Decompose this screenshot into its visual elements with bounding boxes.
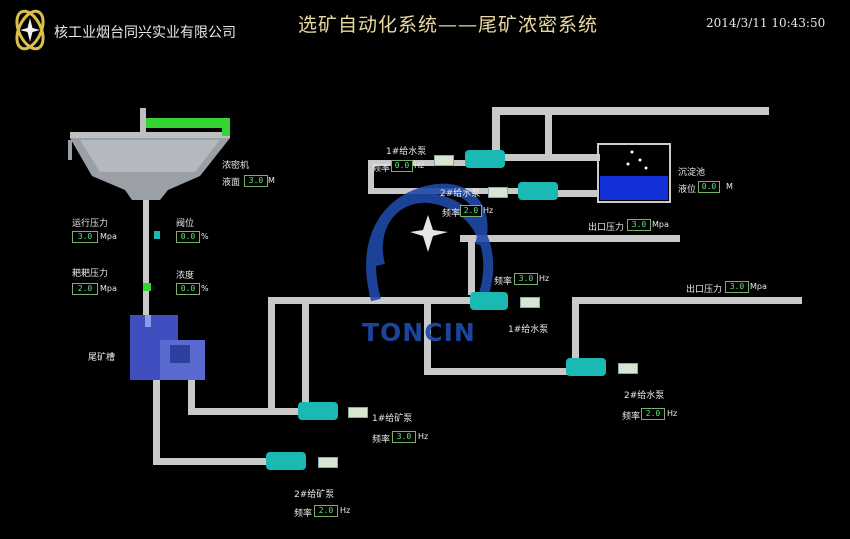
outlet-pressure-2-unit: Mpa xyxy=(750,282,767,291)
outlet-pressure-2-value: 3.0 xyxy=(725,281,749,293)
right-water-pump-freq-value: 2.0 xyxy=(641,408,665,420)
ore-pump-1-icon[interactable] xyxy=(298,402,338,420)
mid-pump-freq-value: 3.0 xyxy=(514,273,538,285)
thickener-level-value: 3.0 xyxy=(244,175,268,187)
datetime-display: 2014/3/11 10:43:50 xyxy=(706,16,826,30)
water-pump-1-freq-unit: Hz xyxy=(414,161,425,170)
water-pump-1-freq-label: 频率 xyxy=(372,164,391,174)
settling-tank-level-unit: M xyxy=(726,182,733,191)
pump-motor-icon xyxy=(488,187,508,198)
company-name: 核工业烟台同兴实业有限公司 xyxy=(54,25,236,41)
page-title: 选矿自动化系统——尾矿浓密系统 xyxy=(298,14,599,36)
right-water-pump-icon[interactable] xyxy=(566,358,606,376)
water-pump-2-label: 2#给水泵 xyxy=(440,189,481,199)
right-water-pump-freq-label: 频率 xyxy=(622,412,641,422)
pump-motor-icon xyxy=(434,155,454,166)
thickener xyxy=(68,108,230,200)
settling-tank xyxy=(597,143,671,203)
ore-pump-1-freq-unit: Hz xyxy=(418,432,429,441)
ore-pump-2-freq-value: 2.0 xyxy=(314,505,338,517)
water-pump-2-icon[interactable] xyxy=(518,182,558,200)
mid-water-pump-icon[interactable] xyxy=(470,292,508,310)
density-label: 浓度 xyxy=(176,271,195,281)
density-sensor-icon xyxy=(143,283,151,291)
mid-pump-label: 1#给水泵 xyxy=(508,325,549,335)
water-pump-2-freq-label: 频率 xyxy=(442,209,461,219)
rake-pressure-value: 2.0 xyxy=(72,283,98,295)
thickener-level-unit: M xyxy=(268,176,275,185)
settling-tank-level-label: 液位 xyxy=(678,185,697,195)
ore-pump-2-freq-label: 频率 xyxy=(294,509,313,519)
right-water-pump-label: 2#给水泵 xyxy=(624,391,665,401)
valve-icon xyxy=(154,231,160,239)
valve-value: 0.0 xyxy=(176,231,200,243)
outlet-pressure-1-unit: Mpa xyxy=(652,220,669,229)
thickener-label: 浓密机 xyxy=(222,161,250,171)
ore-pump-2-freq-unit: Hz xyxy=(340,506,351,515)
tailings-tank xyxy=(130,315,205,380)
water-pump-2-freq-unit: Hz xyxy=(483,206,494,215)
water-pump-2-freq-value: 2.0 xyxy=(460,205,482,217)
outlet-pressure-1-value: 3.0 xyxy=(627,219,651,231)
mid-pump-freq-unit: Hz xyxy=(539,274,550,283)
settling-tank-level-value: 0.0 xyxy=(698,181,720,193)
tailings-tank-label: 尾矿槽 xyxy=(88,353,116,363)
right-water-pump-freq-unit: Hz xyxy=(667,409,678,418)
watermark-text: TONCIN xyxy=(362,318,476,347)
outlet-pressure-1-label: 出口压力 xyxy=(588,223,625,233)
settling-tank-label: 沉淀池 xyxy=(678,168,706,178)
ore-pump-2-icon[interactable] xyxy=(266,452,306,470)
ore-pump-1-label: 1#给矿泵 xyxy=(372,414,413,424)
thickener-level-label: 液面 xyxy=(222,178,241,188)
run-pressure-value: 3.0 xyxy=(72,231,98,243)
valve-unit: % xyxy=(201,232,209,241)
ore-pump-2-label: 2#给矿泵 xyxy=(294,490,335,500)
rake-pressure-label: 耙耙压力 xyxy=(72,269,109,279)
pump-motor-icon xyxy=(318,457,338,468)
run-pressure-unit: Mpa xyxy=(100,232,117,241)
density-value: 0.0 xyxy=(176,283,200,295)
density-unit: % xyxy=(201,284,209,293)
pump-motor-icon xyxy=(520,297,540,308)
rake-pressure-unit: Mpa xyxy=(100,284,117,293)
pump-motor-icon xyxy=(348,407,368,418)
water-pump-1-label: 1#给水泵 xyxy=(386,147,427,157)
company-logo-icon xyxy=(15,9,45,51)
water-pump-1-icon[interactable] xyxy=(465,150,505,168)
run-pressure-label: 运行压力 xyxy=(72,219,109,229)
water-pump-1-freq-value: 0.0 xyxy=(391,160,413,172)
outlet-pressure-2-label: 出口压力 xyxy=(686,285,723,295)
ore-pump-1-freq-label: 频率 xyxy=(372,435,391,445)
pump-motor-icon xyxy=(618,363,638,374)
ore-pump-1-freq-value: 3.0 xyxy=(392,431,416,443)
mid-pump-freq-label: 频率 xyxy=(494,277,513,287)
pipe-network xyxy=(143,107,802,465)
valve-label: 阀位 xyxy=(176,219,195,229)
